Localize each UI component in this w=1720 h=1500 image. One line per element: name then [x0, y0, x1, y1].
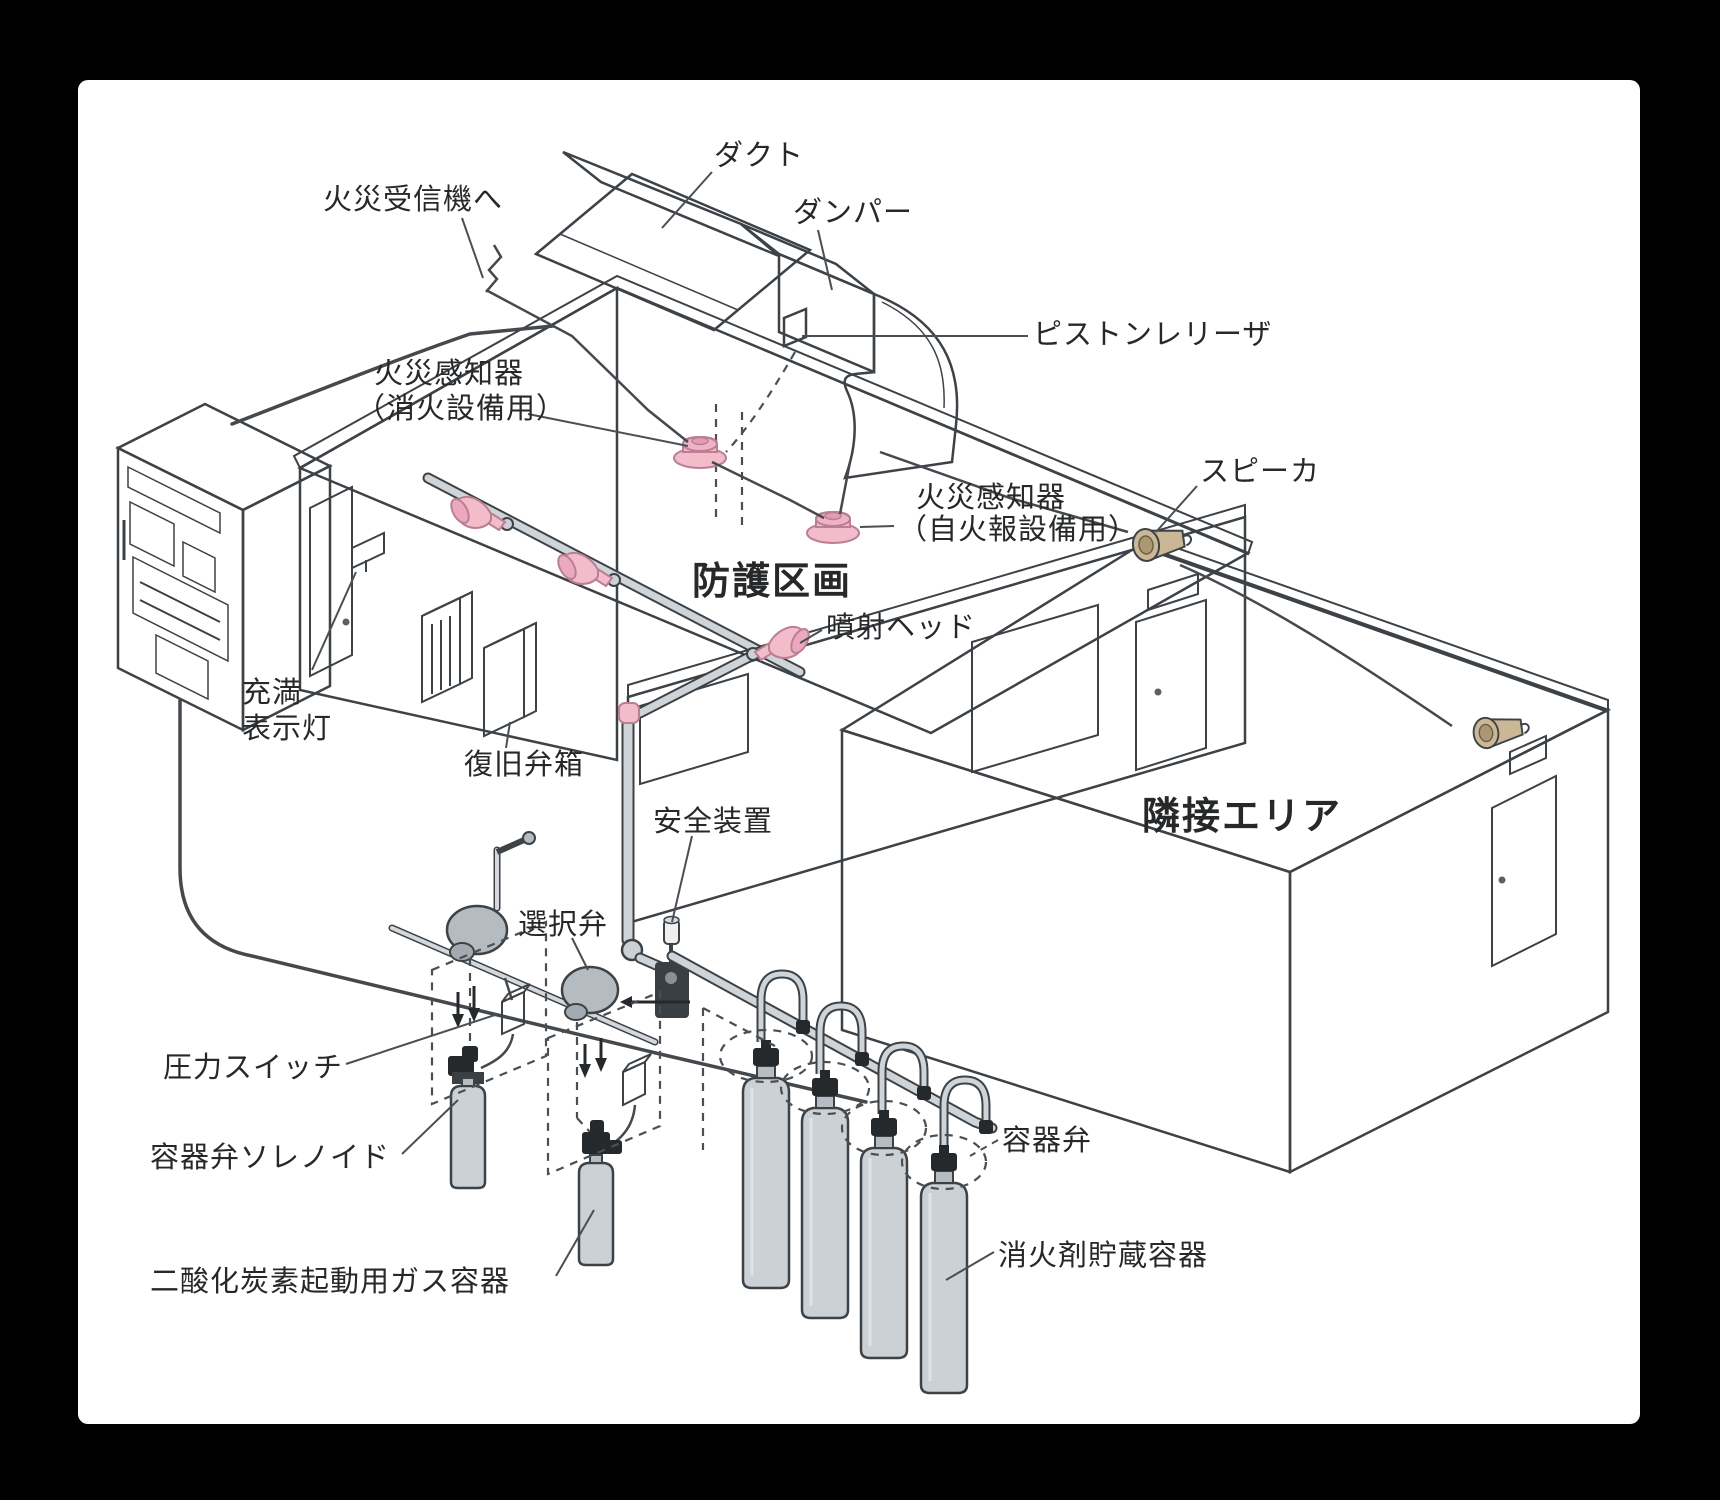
partition-door [1135, 598, 1207, 772]
label-selector-valve: 選択弁 [518, 908, 608, 941]
label-full-indicator-2: 表示灯 [242, 712, 332, 745]
receiver-line-break [485, 244, 503, 293]
riser-elbow [618, 702, 640, 724]
door-bracket [1509, 734, 1547, 776]
label-piston-releaser: ピストンレリーザ [1033, 319, 1272, 351]
recovery-valve-boxes [421, 590, 537, 738]
panel-wiring [178, 244, 868, 1104]
label-co2-starter-gas-container: 二酸化炭素起動用ガス容器 [150, 1265, 510, 1298]
label-pressure-switch: 圧力スイッチ [163, 1051, 343, 1084]
label-speaker: スピーカ [1200, 456, 1320, 488]
duct-front-face [533, 172, 813, 332]
partition-window-a [639, 672, 749, 786]
label-container-valve-solenoid: 容器弁ソレノイド [150, 1141, 390, 1174]
label-fire-detector-alarm: 火災感知器 [916, 481, 1066, 514]
pressure-switch-icon [480, 977, 531, 1070]
protected-zone-ceiling [292, 274, 1254, 735]
ceiling-wiring [485, 288, 1453, 728]
dashed-outlines [430, 920, 988, 1191]
label-adjacent-area: 隣接エリア [1142, 796, 1342, 838]
label-protected-zone: 防護区画 [692, 561, 852, 603]
label-damper: ダンパー [793, 196, 913, 229]
right-wall-door [1491, 774, 1557, 968]
label-duct: ダクト [714, 139, 804, 172]
co2-starter-cylinder-icon [577, 1120, 622, 1267]
front-wall [840, 728, 1292, 1174]
label-fire-detector-suppression-2: （消火設備用） [356, 392, 566, 425]
labels: ダクト 火災受信機へ ダンパー ピストンレリーザ 火災感知器 （消火設備用） ス… [150, 139, 1342, 1298]
door-closer [1147, 572, 1199, 612]
flow-arrows [452, 986, 607, 1078]
left-wall-door [309, 485, 353, 678]
co2-starter-cylinder-icon [449, 1076, 487, 1190]
partition-window-b [971, 603, 1099, 774]
label-fire-detector-alarm-2: （自火報設備用） [898, 513, 1138, 546]
cylinder-manifold-system [388, 831, 998, 1395]
label-spray-head: 噴射ヘッド [826, 611, 976, 644]
selector-valve-1 [445, 831, 536, 962]
control-panel [115, 402, 333, 733]
label-full-indicator: 充満 [242, 676, 302, 709]
duct-assembly [533, 150, 959, 530]
label-container-valve: 容器弁 [1002, 1124, 1092, 1157]
label-fire-detector-suppression: 火災感知器 [374, 357, 524, 390]
label-agent-storage-container: 消火剤貯蔵容器 [998, 1239, 1208, 1272]
label-to-fire-receiver: 火災受信機へ [323, 183, 503, 216]
full-indicator-lamp-icon [351, 531, 385, 572]
label-recovery-valve-box: 復旧弁箱 [464, 748, 584, 781]
building [292, 274, 1612, 1175]
label-safety-device: 安全装置 [653, 805, 773, 838]
selector-valve-2 [560, 965, 620, 1021]
